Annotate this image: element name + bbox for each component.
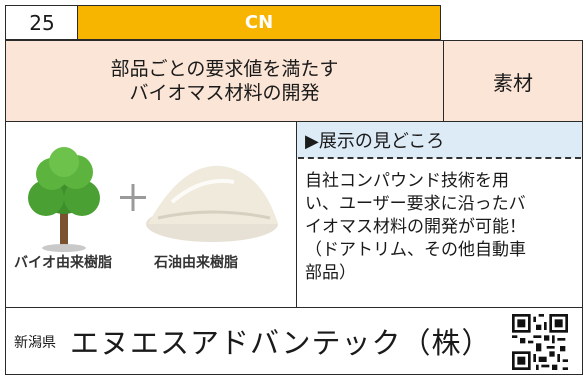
footer-panel [5,307,583,375]
petroleum-resin-caption: 石油由来樹脂 [154,255,238,271]
figure-illustration [28,147,278,252]
category-tag: CN [77,5,441,40]
company-name: エヌエスアドバンテック（株） [70,326,492,360]
figure-panel [5,121,297,308]
exhibit-title: 部品ごとの要求値を満たす バイオマス材料の開発 [5,40,444,122]
highlight-heading: ▶展示の見どころ [296,121,583,158]
description-line: 自社コンパウンド技術を用 [305,171,509,191]
tree-icon [28,147,100,252]
title-line-2: バイオマス材料の開発 [129,82,320,104]
exhibit-number: 25 [5,5,79,40]
description-line: い、ユーザー要求に沿ったバ [305,194,526,214]
plus-icon [120,184,146,211]
highlight-description: 自社コンパウンド技術を用 い、ユーザー要求に沿ったバ イオマス材料の開発が可能！… [296,158,583,308]
material-category: 素材 [443,40,583,122]
title-line-1: 部品ごとの要求値を満たす [110,58,339,80]
description-line: （ドアトリム、その他自動車 [305,240,526,260]
description-line: イオマス材料の開発が可能！ [305,217,526,237]
bio-resin-caption: バイオ由来樹脂 [14,255,112,271]
qr-code-icon[interactable] [512,314,568,370]
description-line: 部品） [305,263,356,283]
dashed-divider [298,157,581,159]
resin-powder-pile [146,165,278,242]
prefecture-label: 新潟県 [14,335,56,351]
